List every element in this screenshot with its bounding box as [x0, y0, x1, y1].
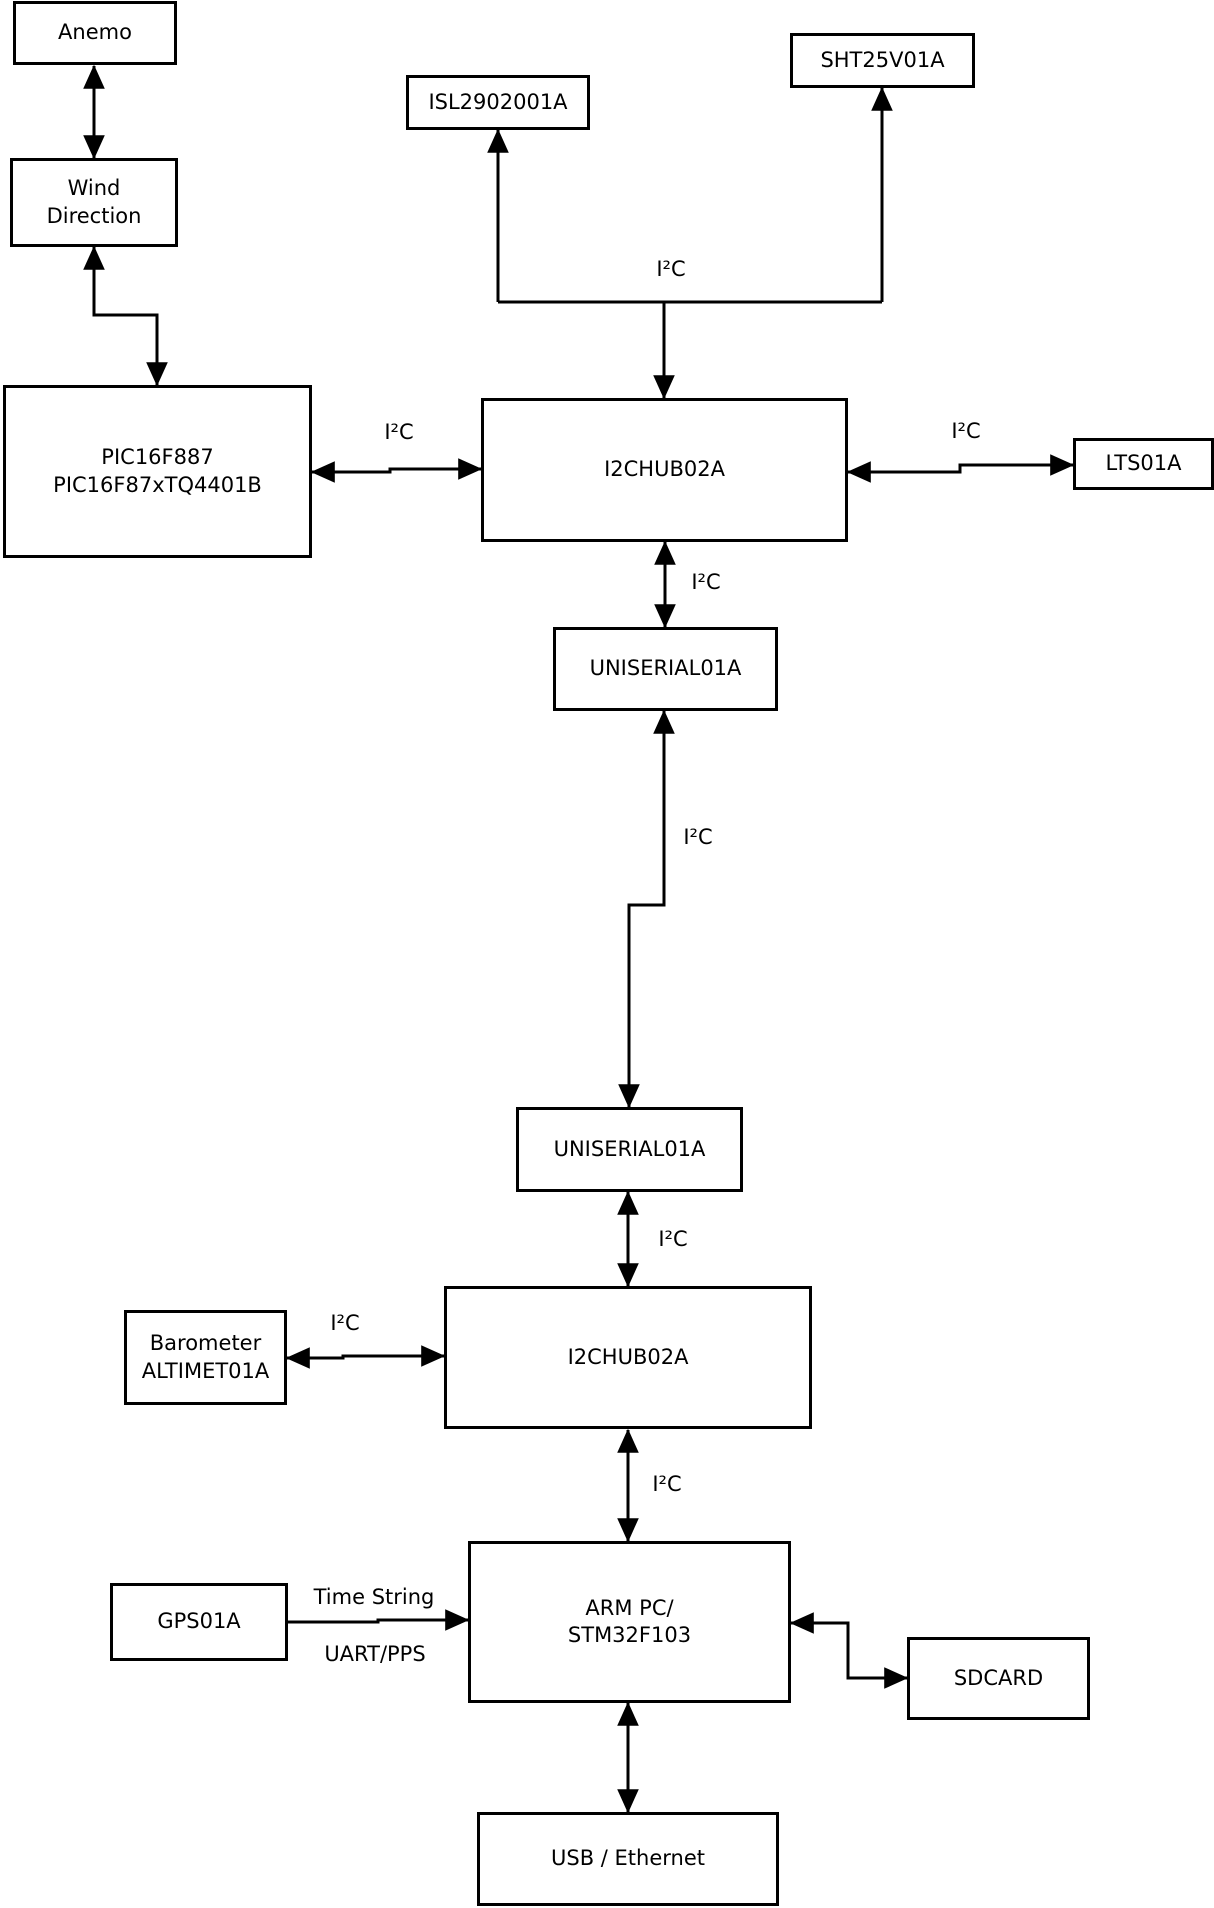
node-uniserial01a-bottom-label: UNISERIAL01A: [553, 1136, 706, 1161]
node-lts01a-label: LTS01A: [1105, 451, 1182, 476]
node-lts01a: LTS01A: [1073, 438, 1214, 490]
node-pic16f887: PIC16F887 PIC16F87xTQ4401B: [3, 385, 312, 558]
node-uniserial01a-bottom: UNISERIAL01A: [516, 1107, 743, 1192]
node-i2chub02a-top-label: I2CHUB02A: [604, 457, 725, 482]
node-usb-ethernet-label: USB / Ethernet: [551, 1846, 705, 1871]
edge-hub-lts: [846, 454, 1075, 483]
node-sdcard-label: SDCARD: [953, 1665, 1044, 1690]
edge-label-uni-uni: I²C: [683, 825, 713, 849]
node-i2chub02a-bottom-label: I2CHUB02A: [567, 1344, 689, 1369]
edge-label-time-string: Time String: [313, 1585, 435, 1609]
edge-label-uni2-hub2: I²C: [658, 1227, 688, 1251]
node-usb-ethernet: USB / Ethernet: [477, 1812, 779, 1906]
node-anemo: Anemo: [13, 1, 177, 65]
node-wind-direction: Wind Direction: [10, 158, 178, 247]
node-pic16f887-label: PIC16F887 PIC16F87xTQ4401B: [53, 445, 262, 497]
node-isl2902001a-label: ISL2902001A: [428, 89, 568, 114]
node-barometer-altimet01a-label: Barometer ALTIMET01A: [141, 1331, 270, 1383]
edge-label-hub2-arm: I²C: [652, 1472, 682, 1496]
node-anemo-label: Anemo: [58, 20, 132, 45]
edge-label-pic-hub: I²C: [384, 420, 414, 444]
node-gps01a-label: GPS01A: [157, 1609, 241, 1634]
node-arm-pc-stm32f103: ARM PC/ STM32F103: [468, 1541, 791, 1703]
node-i2chub02a-top: I2CHUB02A: [481, 398, 848, 542]
edge-label-hub-lts: I²C: [951, 419, 981, 443]
edge-gps-arm: [288, 1609, 470, 1631]
node-sdcard: SDCARD: [907, 1637, 1090, 1720]
node-barometer-altimet01a: Barometer ALTIMET01A: [124, 1310, 287, 1405]
node-arm-pc-stm32f103-label: ARM PC/ STM32F103: [567, 1595, 692, 1647]
edge-label-bus-i2c: I²C: [656, 257, 686, 281]
edge-uni1-uni2: [618, 709, 675, 1109]
edge-label-baro-hub2: I²C: [330, 1311, 360, 1335]
edge-label-hub-uni1: I²C: [691, 570, 721, 594]
node-sht25v01a-label: SHT25V01A: [820, 47, 945, 72]
edge-label-uart-pps: UART/PPS: [324, 1642, 426, 1666]
edge-arm-sdcard: [789, 1612, 909, 1689]
edge-pic-hub: [310, 458, 483, 483]
node-gps01a: GPS01A: [110, 1583, 288, 1661]
node-i2chub02a-bottom: I2CHUB02A: [444, 1286, 812, 1429]
node-uniserial01a-top-label: UNISERIAL01A: [589, 656, 742, 681]
node-wind-direction-label: Wind Direction: [46, 176, 142, 228]
node-sht25v01a: SHT25V01A: [790, 33, 975, 88]
node-isl2902001a: ISL2902001A: [406, 75, 590, 130]
node-uniserial01a-top: UNISERIAL01A: [553, 627, 778, 711]
edge-baro-hub2: [285, 1345, 446, 1369]
edge-wind-pic: [83, 245, 168, 387]
